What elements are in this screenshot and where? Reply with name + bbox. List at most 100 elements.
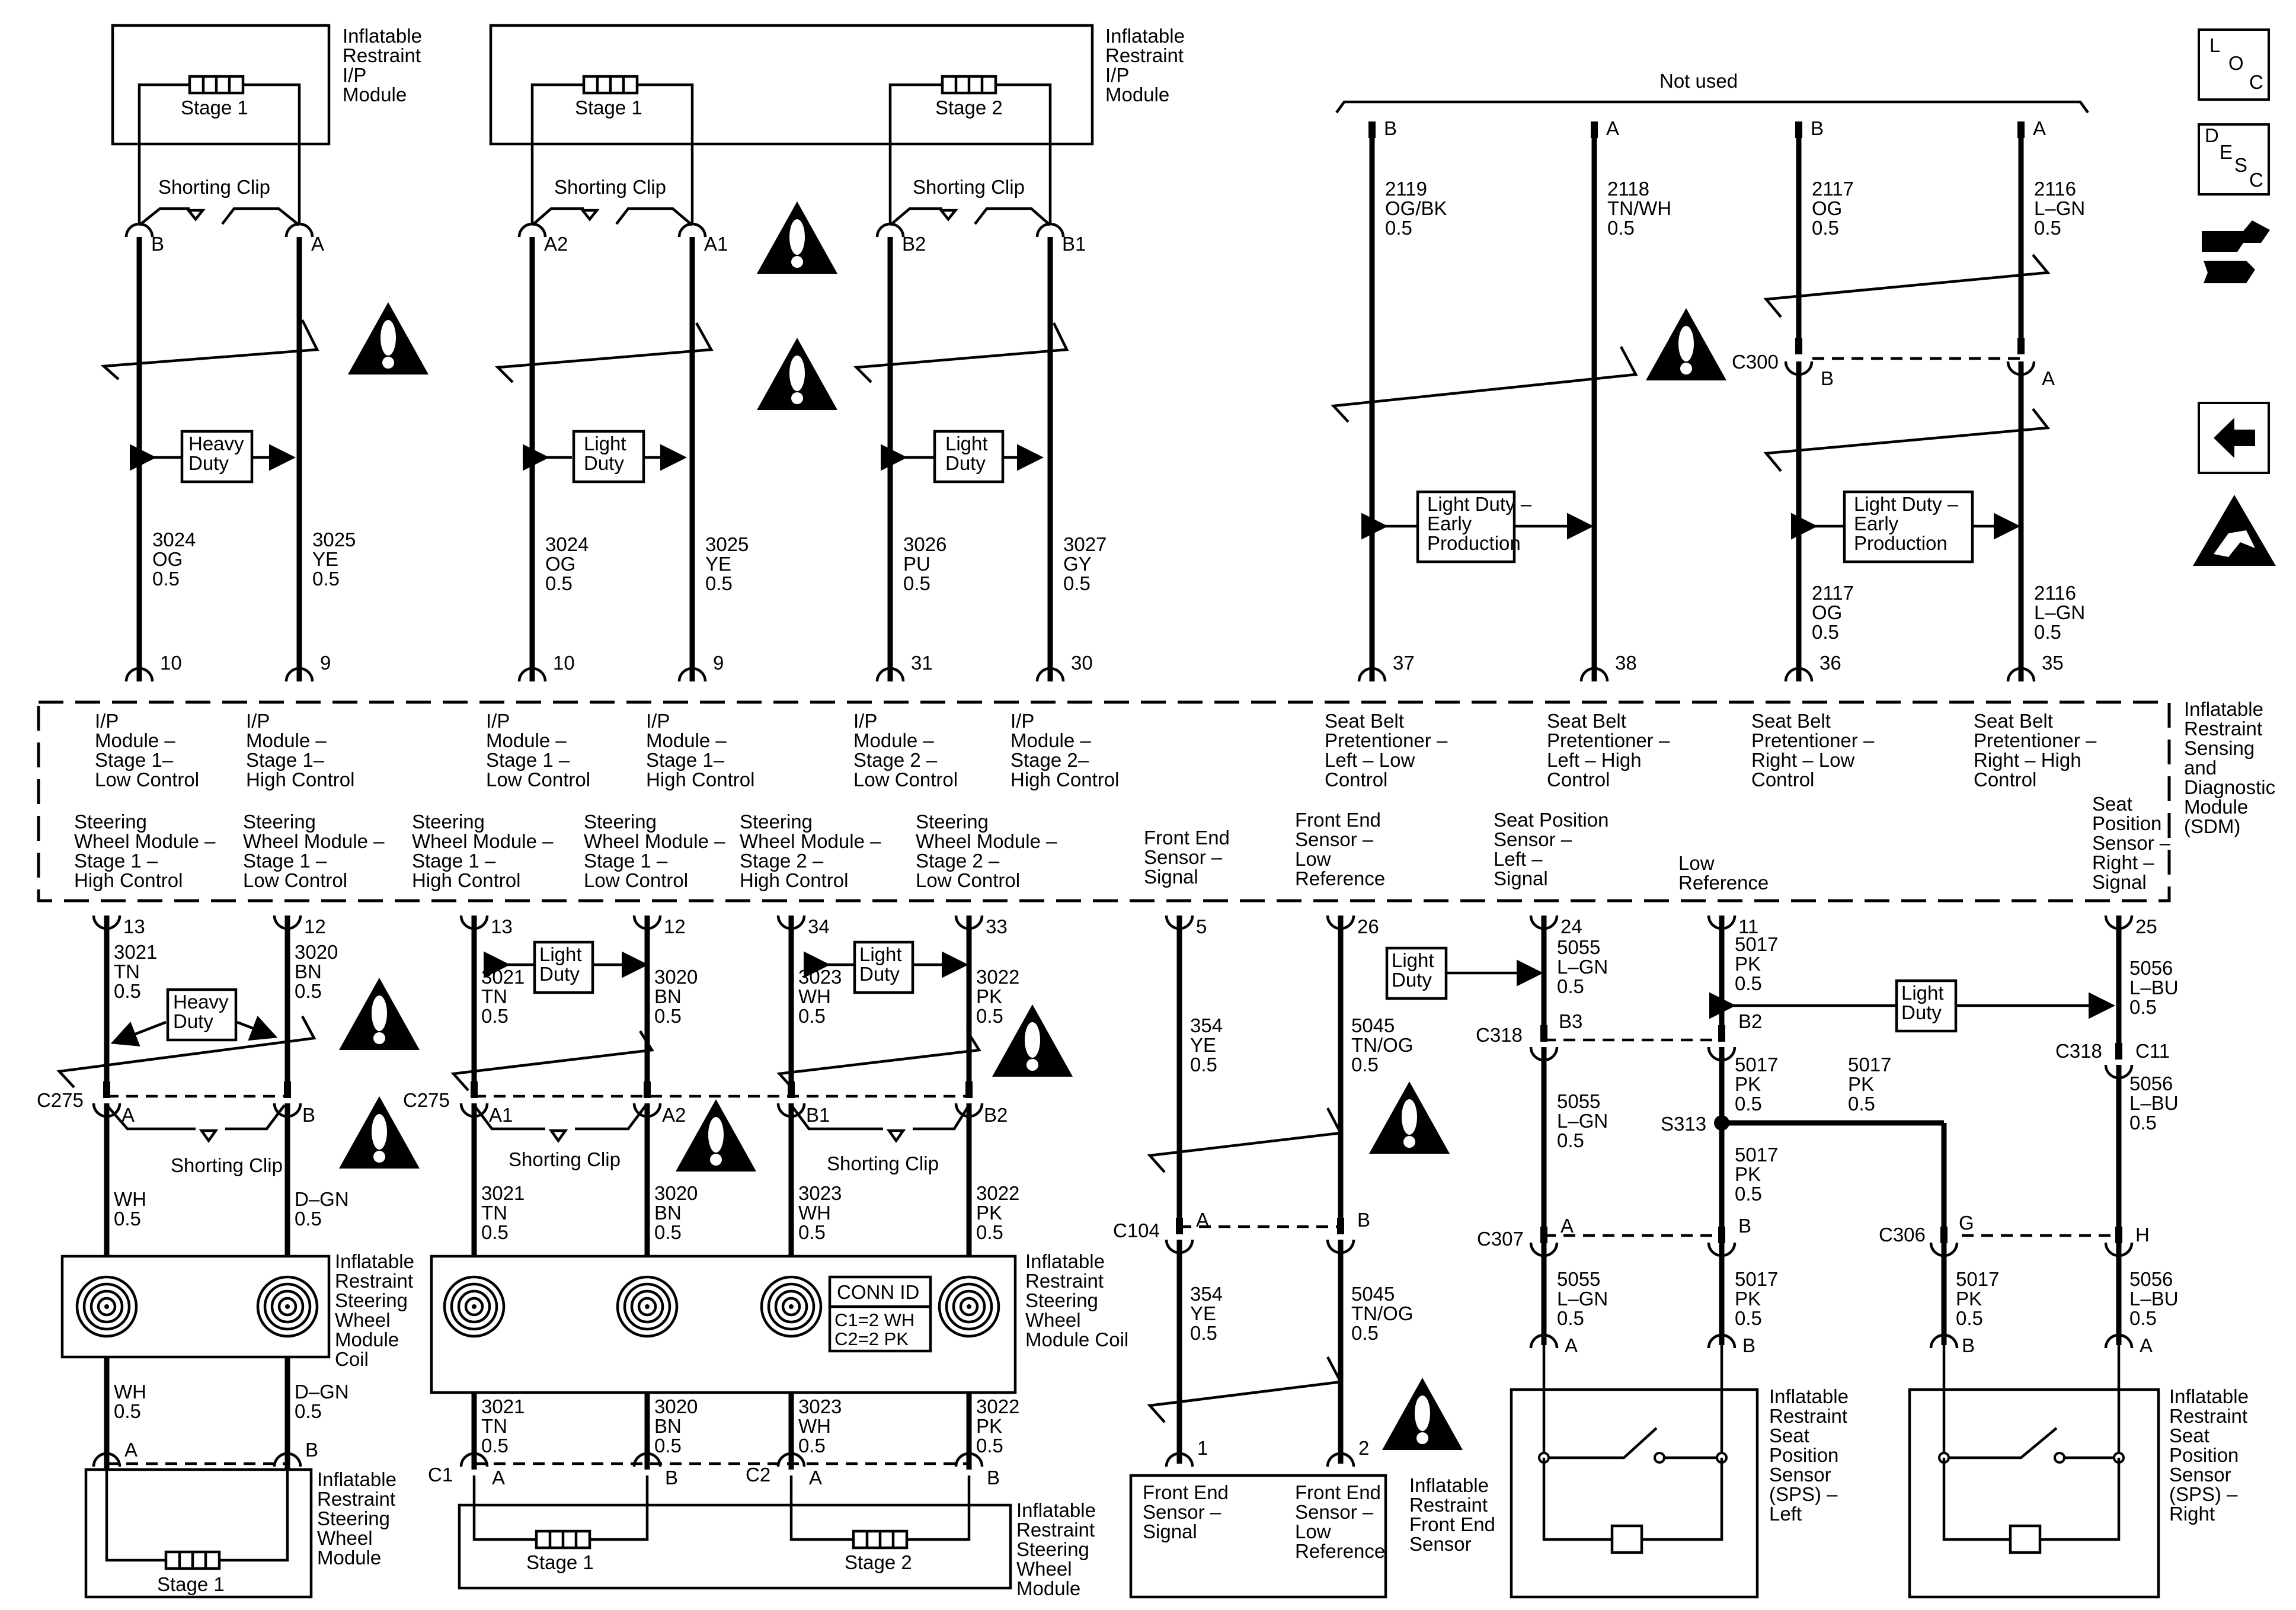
c275-pin-label: A2: [662, 1104, 686, 1126]
terminal-icon: [1940, 1227, 1948, 1243]
pin-icon: [519, 224, 545, 237]
sdm-pin-label: 38: [1615, 652, 1637, 674]
sdm-pin-label: 34: [808, 916, 830, 937]
sdm-pin-label: 26: [1357, 916, 1379, 937]
squib-icon: [166, 1552, 219, 1569]
wire-breaks-lower: [56, 1015, 1343, 1423]
back-arrow-icon[interactable]: [2198, 402, 2270, 474]
terminal-icon: [103, 1081, 110, 1098]
sdm-pin-label: 33: [986, 916, 1008, 937]
c275-pin-label: B2: [984, 1104, 1008, 1126]
sensor-pin-label: 1: [1197, 1437, 1208, 1459]
c104-pin-label: B: [1357, 1209, 1370, 1231]
esd-warning-icon[interactable]: [2193, 495, 2276, 566]
warning-icon: [757, 338, 837, 410]
sdm-pin-label: 10: [553, 652, 575, 674]
desc-icon[interactable]: D E S C: [2198, 123, 2270, 196]
module-pin-label: B: [305, 1439, 318, 1461]
loc-icon[interactable]: L O C: [2198, 28, 2270, 101]
module-pin-label: A: [809, 1467, 822, 1489]
top-pin-label: A: [1606, 117, 1619, 139]
terminal-icon: [2115, 1043, 2122, 1060]
warning-icon: [992, 1004, 1073, 1077]
sdm-pin-label: 11: [1738, 916, 1758, 937]
desc-icon-d: D: [2205, 124, 2219, 146]
sdm-pin-label: 31: [911, 652, 933, 674]
desc-icon-s: S: [2234, 154, 2247, 176]
desc-icon-c: C: [2249, 169, 2263, 191]
sdm-pin-label: 36: [1819, 652, 1841, 674]
squib-icon: [853, 1531, 907, 1548]
c275-label: C275: [403, 1089, 450, 1111]
sensor-pin-label: 2: [1358, 1437, 1369, 1459]
warning-icon: [676, 1099, 756, 1172]
sdm-pin-label: 12: [664, 916, 686, 937]
top-pin-label: B: [1811, 117, 1824, 139]
terminal-icon: [2017, 338, 2025, 354]
c300-label: C300: [1732, 351, 1779, 373]
connector-tool-icon[interactable]: [2202, 220, 2270, 283]
squib-icon: [536, 1531, 590, 1548]
stage-1-label: Stage 1: [157, 1573, 225, 1595]
c104-label: C104: [1113, 1219, 1160, 1241]
c275-pin-label: A1: [489, 1104, 513, 1126]
sensor-pin-label: B: [1742, 1334, 1755, 1356]
c300-connector: C300 B A: [1732, 351, 2055, 389]
side-icons: L O C D E S C: [2193, 28, 2276, 566]
module-pin-label: A: [124, 1439, 137, 1461]
top-pin-label: B: [151, 233, 164, 255]
c318-pin-label: C11: [2135, 1040, 2170, 1062]
sdm-pin-label: 9: [320, 652, 331, 674]
sdm-pin-label: 5: [1196, 916, 1207, 937]
c306-pin-label: H: [2135, 1224, 2150, 1246]
warning-icon: [757, 201, 837, 274]
stage-1-label: Stage 1: [526, 1551, 594, 1573]
c275-pin-label: B: [302, 1104, 315, 1126]
top-pin-label: A2: [544, 233, 568, 255]
warning-icon: [1382, 1378, 1463, 1450]
c307-pin-label: A: [1560, 1215, 1574, 1237]
